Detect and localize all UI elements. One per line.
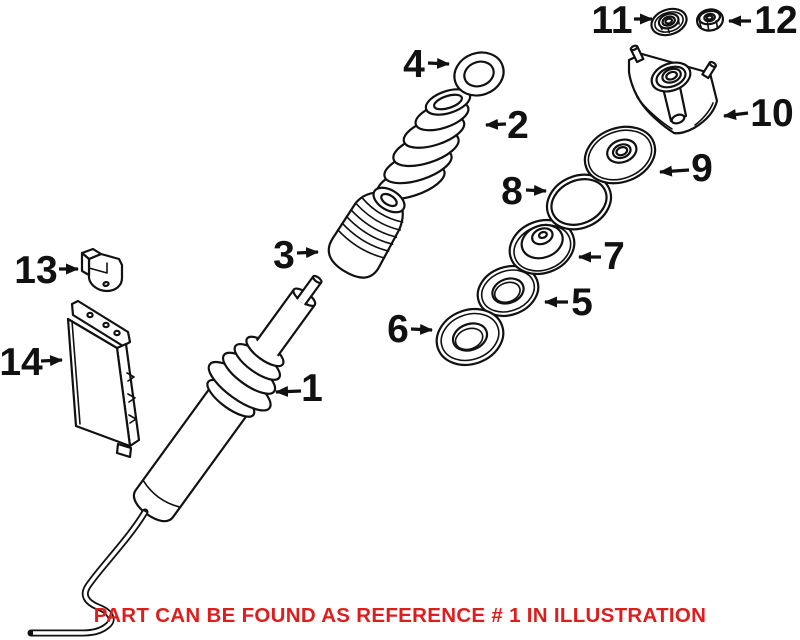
callout-8: 8 (501, 170, 547, 213)
callout-9: 9 (659, 147, 713, 190)
callout-11: 11 (591, 0, 653, 42)
part-13-mounting-bracket (80, 247, 124, 293)
callout-arrow-1 (275, 386, 302, 398)
part-8-o-ring (545, 173, 613, 231)
part-14-control-module (66, 299, 141, 459)
callout-number-6: 6 (387, 308, 409, 351)
callout-3: 3 (273, 234, 319, 277)
callout-number-10: 10 (750, 92, 793, 135)
callout-number-4: 4 (403, 43, 425, 86)
callout-arrow-6 (410, 323, 433, 335)
callout-number-14: 14 (0, 341, 43, 384)
part-7-spring-seat-dome (508, 218, 576, 276)
part-3-dust-boot (327, 186, 406, 279)
callout-arrow-8 (525, 184, 547, 196)
callout-arrow-4 (427, 57, 450, 69)
callout-arrow-9 (659, 165, 690, 177)
callout-number-3: 3 (273, 234, 295, 277)
callout-number-9: 9 (691, 147, 713, 190)
callout-number-7: 7 (603, 235, 625, 278)
callout-number-1: 1 (301, 367, 323, 410)
callout-number-11: 11 (591, 0, 632, 42)
callout-14: 14 (0, 341, 63, 384)
callout-2: 2 (485, 104, 529, 147)
callout-10: 10 (723, 92, 794, 135)
part-9-strut-bearing (583, 125, 657, 185)
callout-number-5: 5 (571, 281, 593, 324)
callout-number-12: 12 (754, 0, 797, 42)
callout-7: 7 (578, 235, 625, 278)
part-6-lower-spring-pad (435, 307, 505, 367)
callout-arrow-14 (40, 355, 63, 367)
part-4-upper-spring-pad (453, 51, 505, 97)
callout-5: 5 (544, 281, 593, 324)
callout-1: 1 (275, 367, 323, 410)
part-11-flanged-nut (650, 7, 688, 37)
callout-12: 12 (728, 0, 798, 42)
callout-number-8: 8 (501, 170, 523, 213)
part-12-hex-nut (695, 8, 725, 32)
callout-6: 6 (387, 308, 433, 351)
callout-arrow-10 (723, 109, 749, 120)
strut-sensor-cable (27, 508, 149, 637)
part-10-strut-mount (627, 44, 719, 135)
callout-number-2: 2 (507, 104, 529, 147)
part-5-spring-pad-ring (476, 264, 540, 318)
caption-text: PART CAN BE FOUND AS REFERENCE # 1 IN IL… (94, 604, 707, 627)
callout-13: 13 (14, 249, 79, 292)
part-1-strut-shock-absorber (132, 274, 323, 523)
callout-number-13: 13 (14, 249, 57, 292)
callout-4: 4 (403, 43, 450, 86)
callout-arrow-3 (296, 247, 319, 259)
callout-arrow-2 (485, 118, 507, 130)
